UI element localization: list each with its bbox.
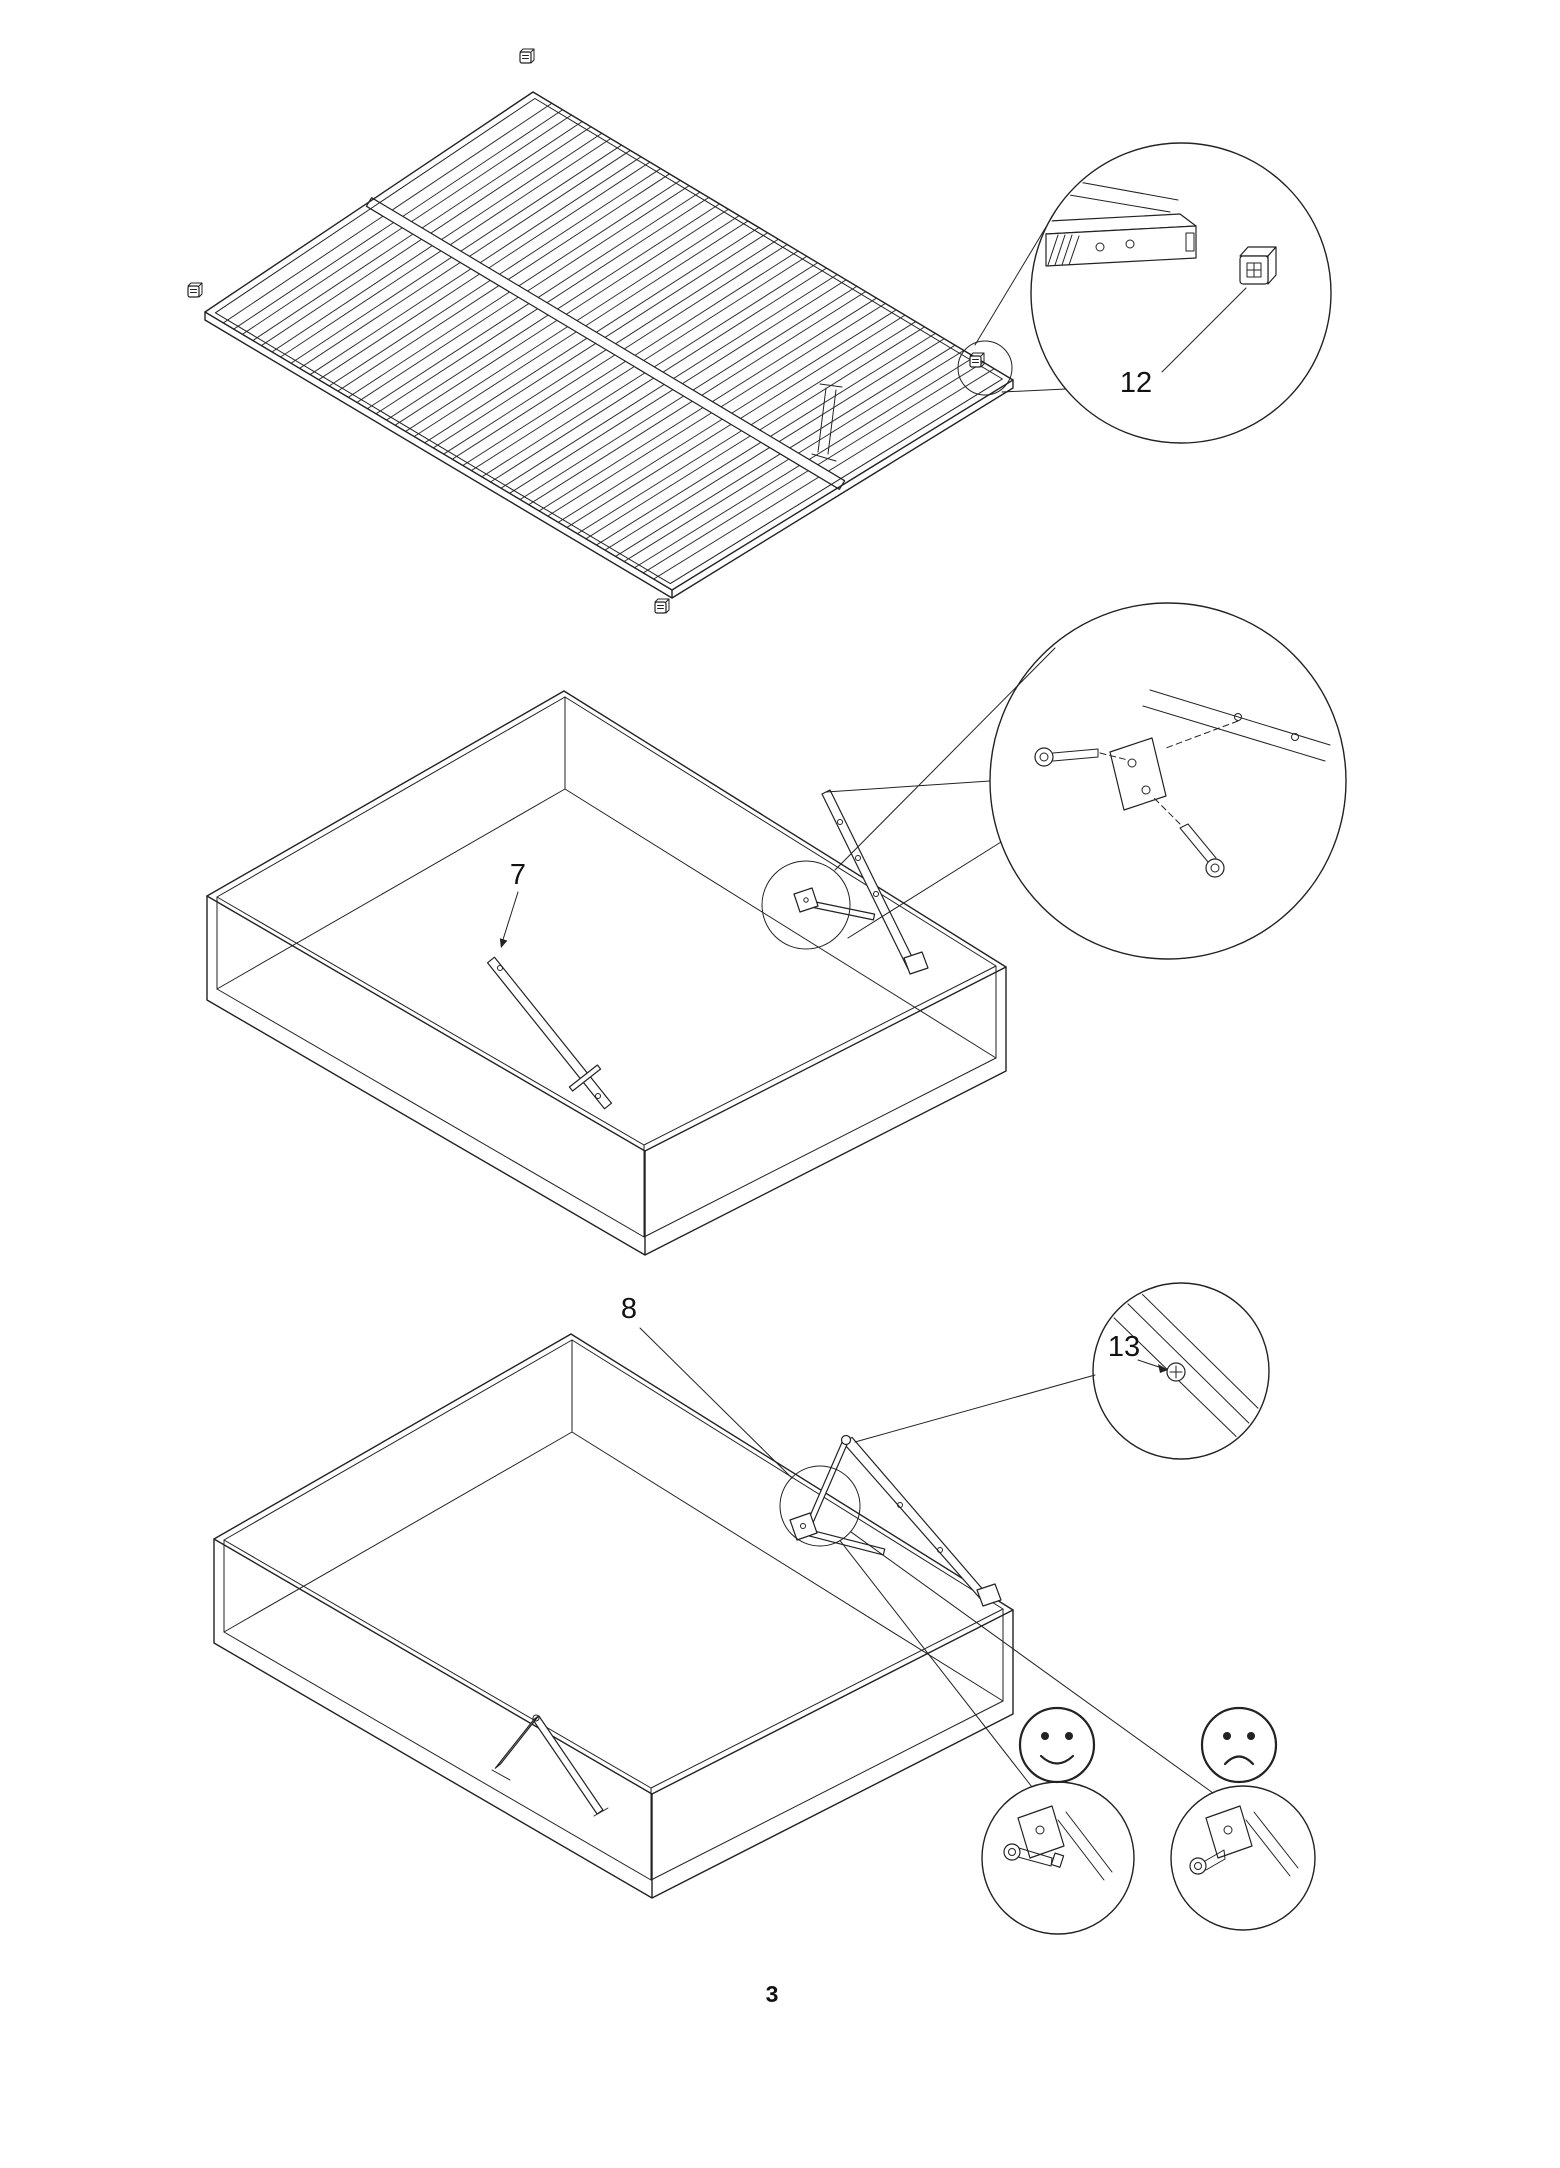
screw-icon [1003, 1843, 1065, 1868]
end-cap-icon [654, 598, 670, 614]
zoom-connector-lines [839, 1374, 1214, 1794]
frame-depth-edge [204, 311, 1014, 599]
lift-arm-left [486, 956, 613, 1110]
page-number: 3 [766, 1981, 779, 2007]
frame-inner-edge [214, 98, 1003, 585]
end-cap-large-icon [1239, 246, 1277, 285]
label-7-arrowhead [499, 938, 508, 948]
label-7-leader [500, 891, 519, 947]
label-13-leader [1137, 1359, 1163, 1369]
end-cap-icon [519, 48, 535, 64]
lift-mechanism-left [491, 1714, 609, 1817]
detail-callout-incorrect [1170, 1785, 1316, 1931]
zoom-source-circle [761, 860, 851, 950]
slatted-bed-base-illustration [187, 48, 1067, 614]
detail-callout-screws [989, 602, 1347, 960]
storage-box-step2-illustration: 8 [213, 1293, 1214, 1899]
part-label-12: 12 [1120, 367, 1152, 399]
part-label-13: 13 [1108, 1331, 1140, 1363]
label-13-arrowhead [1158, 1364, 1168, 1373]
end-cap-icon [187, 282, 203, 298]
screw-icon [1034, 747, 1129, 767]
support-leg [811, 383, 843, 462]
storage-box-step1-illustration: 7 [206, 647, 1056, 1256]
screw-icon [1153, 797, 1225, 878]
part-label-7: 7 [510, 859, 526, 891]
lift-arm-right [793, 789, 929, 975]
lift-mechanism-right [789, 1434, 1002, 1607]
sad-face-icon [1200, 1706, 1278, 1784]
label-8-leader [639, 1327, 793, 1479]
detail-callout-correct [981, 1781, 1135, 1935]
detail-callout-12: 12 [1030, 142, 1332, 444]
detail-callout-13: 13 [1092, 1282, 1270, 1460]
zoom-source-circle [779, 1465, 861, 1547]
storage-box [213, 1333, 1014, 1899]
storage-box [206, 690, 1007, 1256]
part-label-8: 8 [621, 1293, 637, 1325]
center-rail [365, 197, 846, 490]
zoom-connector-lines [825, 647, 1056, 939]
zoom-source-circle [957, 340, 1013, 396]
screw-icon [1189, 1849, 1226, 1875]
smiley-face-icon [1018, 1706, 1096, 1784]
screw-icon [1166, 1362, 1186, 1382]
